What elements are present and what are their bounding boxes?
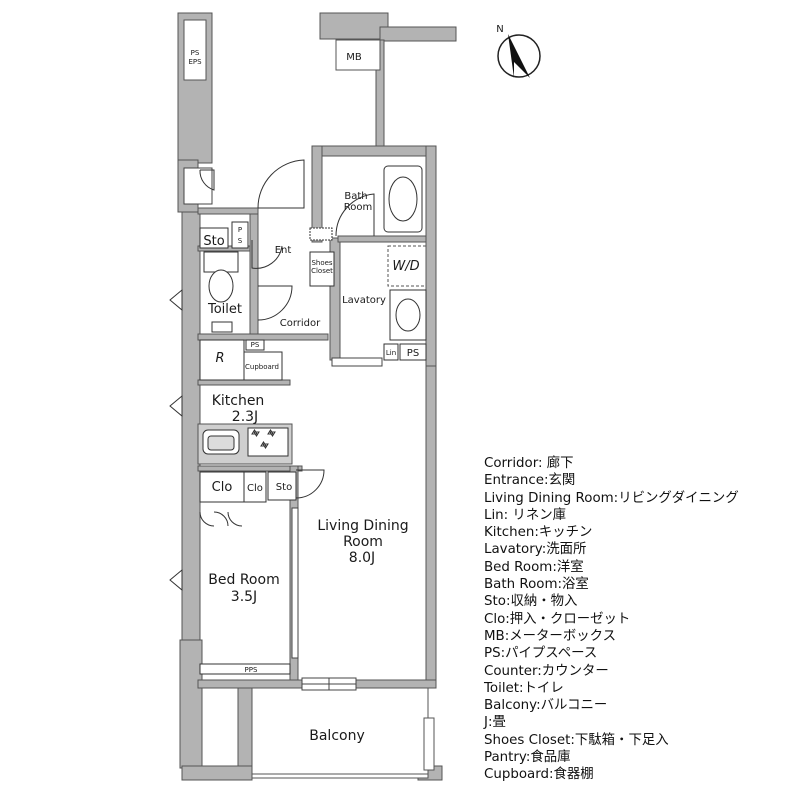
clo-label-1: Clo (212, 480, 233, 495)
legend-item: Bath Room:浴室 (484, 577, 589, 593)
legend-item: PS:パイプスペース (484, 646, 598, 662)
legend-item: Clo:押入・クローゼット (484, 611, 631, 627)
legend-item: Kitchen:キッチン (484, 525, 593, 541)
north-label: N (496, 24, 503, 35)
legend-item: Sto:収納・物入 (484, 594, 578, 610)
clo-label-2: Clo (247, 483, 263, 494)
legend-item: Toilet:トイレ (484, 680, 564, 696)
legend-item: Lavatory:洗面所 (484, 542, 587, 558)
mb-label: MB (346, 52, 362, 63)
ps-lavatory-label: PS (407, 348, 419, 359)
corridor-label: Corridor (280, 318, 321, 329)
windows (183, 167, 383, 691)
pps-label: PPS (245, 666, 258, 674)
ent-label: Ent (275, 245, 292, 256)
lin-label: Lin (386, 349, 396, 357)
wd-label: W/D (392, 259, 419, 274)
sto-label-top: Sto (203, 234, 224, 249)
kitchen-size-label: 2.3J (232, 409, 258, 425)
ldr-label-2: Room (343, 534, 383, 550)
legend-item: Entrance:玄関 (484, 473, 576, 489)
legend-item: Living Dining Room:リビングダイニング (484, 490, 739, 506)
legend-item: Balcony:バルコニー (484, 698, 608, 714)
fixtures (197, 165, 427, 675)
legend-item: J:畳 (484, 715, 506, 731)
shoes-closet-label-1: Shoes (311, 259, 332, 267)
balcony-area (251, 687, 429, 779)
ps-kitchen-label: PS (251, 341, 260, 349)
bath-room-label-1: Bath (344, 191, 367, 202)
balcony-label: Balcony (309, 728, 365, 744)
legend-item: Cupboard:食器棚 (484, 767, 594, 783)
bed-size-label: 3.5J (231, 589, 257, 605)
legend-item: Counter:カウンター (484, 663, 609, 679)
sto-bed-label: Sto (276, 482, 292, 493)
ldr-size-label: 8.0J (349, 550, 375, 566)
lavatory-label: Lavatory (342, 295, 386, 306)
stove-icon (247, 427, 289, 457)
svg-text:S: S (238, 237, 243, 245)
bed-room-label: Bed Room (208, 572, 279, 588)
legend-item: Pantry:食品庫 (484, 750, 571, 766)
compass-icon (497, 34, 541, 78)
legend-item: Lin: リネン庫 (484, 507, 566, 523)
legend-item: Shoes Closet:下駄箱・下足入 (484, 732, 669, 748)
ldr-label-1: Living Dining (317, 518, 408, 534)
doors (169, 159, 375, 592)
shoes-closet-label-2: Closet (311, 267, 333, 275)
legend-item: Corridor: 廊下 (484, 456, 574, 471)
bath-room-label-2: Room (344, 202, 372, 213)
legend-item: Bed Room:洋室 (484, 559, 584, 575)
cupboard-label: Cupboard (245, 363, 279, 371)
legend-item: MB:メーターボックス (484, 628, 616, 644)
ps-label-top: P (238, 226, 242, 234)
ps-label: PS (191, 49, 200, 57)
kitchen-label: Kitchen (212, 393, 265, 409)
eps-label: EPS (188, 58, 202, 66)
toilet-label: Toilet (207, 302, 242, 317)
refrigerator-label: R (215, 351, 224, 366)
